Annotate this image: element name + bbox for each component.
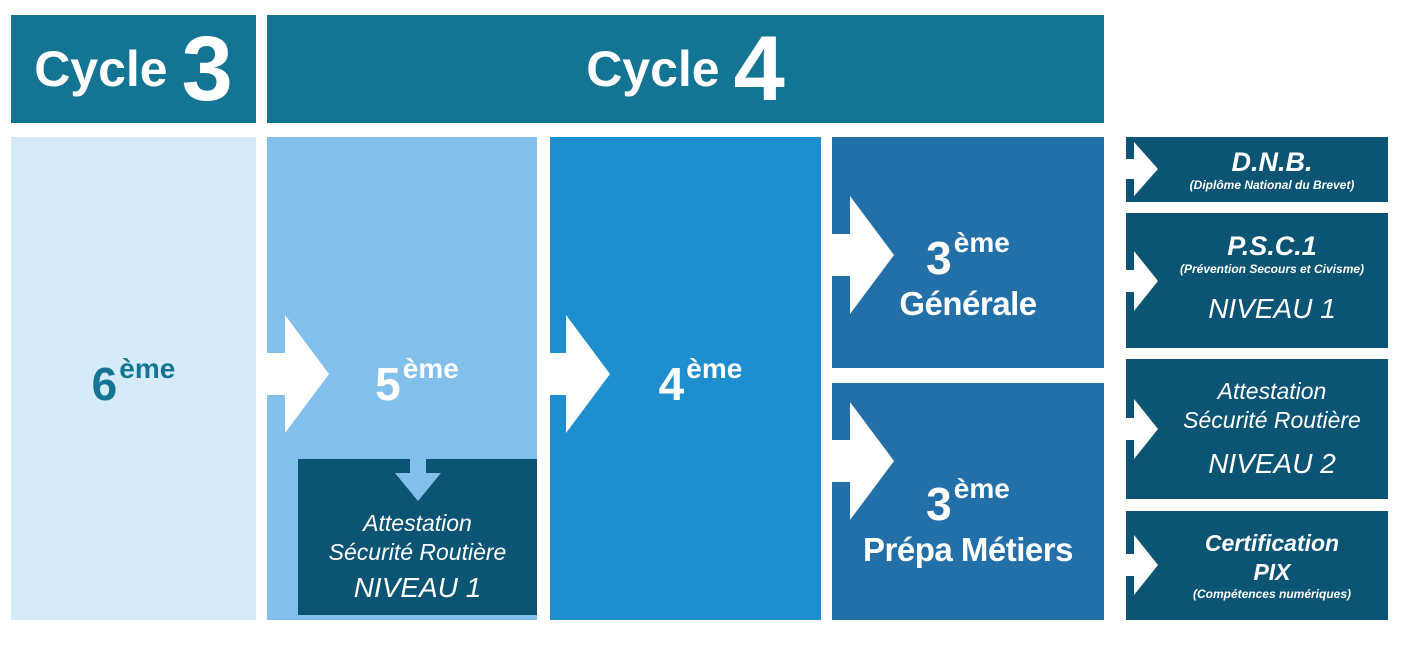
troisieme-generale-number: 3: [926, 232, 952, 284]
assr1-level: NIVEAU 1: [353, 571, 482, 603]
troisieme-prepa-number: 3: [926, 478, 952, 530]
arrow-right-icon: [832, 402, 894, 520]
troisieme-generale-label: 3ème Générale: [832, 227, 1104, 322]
assr2-level: NIVEAU 2: [1208, 447, 1336, 479]
sixieme-label: 6ème: [11, 353, 256, 410]
pix-line2: PIX: [1253, 558, 1291, 585]
assr1-line2: Sécurité Routière: [328, 538, 507, 565]
assr2-line2: Sécurité Routière: [1183, 406, 1361, 433]
cycle-3-word: Cycle: [34, 41, 168, 97]
cinquieme-number: 5: [375, 358, 401, 410]
psc1-level: NIVEAU 1: [1208, 292, 1336, 324]
quatrieme-number: 4: [658, 358, 685, 410]
psc1-box: P.S.C.1 (Prévention Secours et Civisme) …: [1126, 213, 1388, 348]
cycle-4-number: 4: [733, 17, 785, 120]
troisieme-generale-text: Générale: [899, 285, 1037, 322]
troisieme-prepa-suffix: ème: [953, 473, 1010, 504]
psc1-title: P.S.C.1: [1227, 231, 1317, 261]
arrow-down-icon: [395, 459, 441, 501]
troisieme-prepa-label: 3ème Prépa Métiers: [832, 473, 1104, 568]
cycle-3-header: Cycle 3: [11, 15, 256, 123]
arrow-right-icon: [832, 196, 894, 314]
pix-line1: Certification: [1204, 530, 1340, 556]
troisieme-prepa-box: 3ème Prépa Métiers: [832, 383, 1104, 620]
arrow-right-icon: [267, 315, 329, 433]
dnb-subtitle: (Diplôme National du Brevet): [1189, 178, 1355, 193]
quatrieme-suffix: ème: [686, 353, 743, 384]
sixieme-column: 6ème: [11, 137, 256, 620]
arrow-right-icon: [550, 315, 610, 433]
quatrieme-label: 4ème: [580, 353, 821, 410]
arrow-right-icon: [1126, 142, 1158, 196]
cycle-3-number: 3: [181, 17, 233, 120]
arrow-right-icon: [1126, 251, 1158, 311]
psc1-subtitle: (Prévention Secours et Civisme): [1179, 262, 1365, 277]
dnb-box: D.N.B. (Diplôme National du Brevet): [1126, 137, 1388, 202]
pix-box: Certification PIX (Compétences numérique…: [1126, 511, 1388, 620]
arrow-right-icon: [1126, 399, 1158, 459]
arrow-right-icon: [1126, 535, 1158, 595]
assr2-line1: Attestation: [1217, 378, 1327, 404]
cycle-4-header: Cycle 4: [267, 15, 1104, 123]
cycle-4-word: Cycle: [586, 41, 720, 97]
sixieme-suffix: ème: [119, 353, 176, 384]
assr2-box: Attestation Sécurité Routière NIVEAU 2: [1126, 359, 1388, 499]
dnb-title: D.N.B.: [1231, 147, 1313, 177]
cinquieme-label: 5ème: [297, 353, 537, 410]
troisieme-prepa-text: Prépa Métiers: [863, 531, 1073, 568]
assr1-line1: Attestation: [363, 510, 472, 536]
cinquieme-suffix: ème: [402, 353, 459, 384]
pix-subtitle: (Compétences numériques): [1192, 586, 1352, 601]
troisieme-generale-suffix: ème: [953, 227, 1010, 258]
sixieme-number: 6: [91, 358, 118, 410]
